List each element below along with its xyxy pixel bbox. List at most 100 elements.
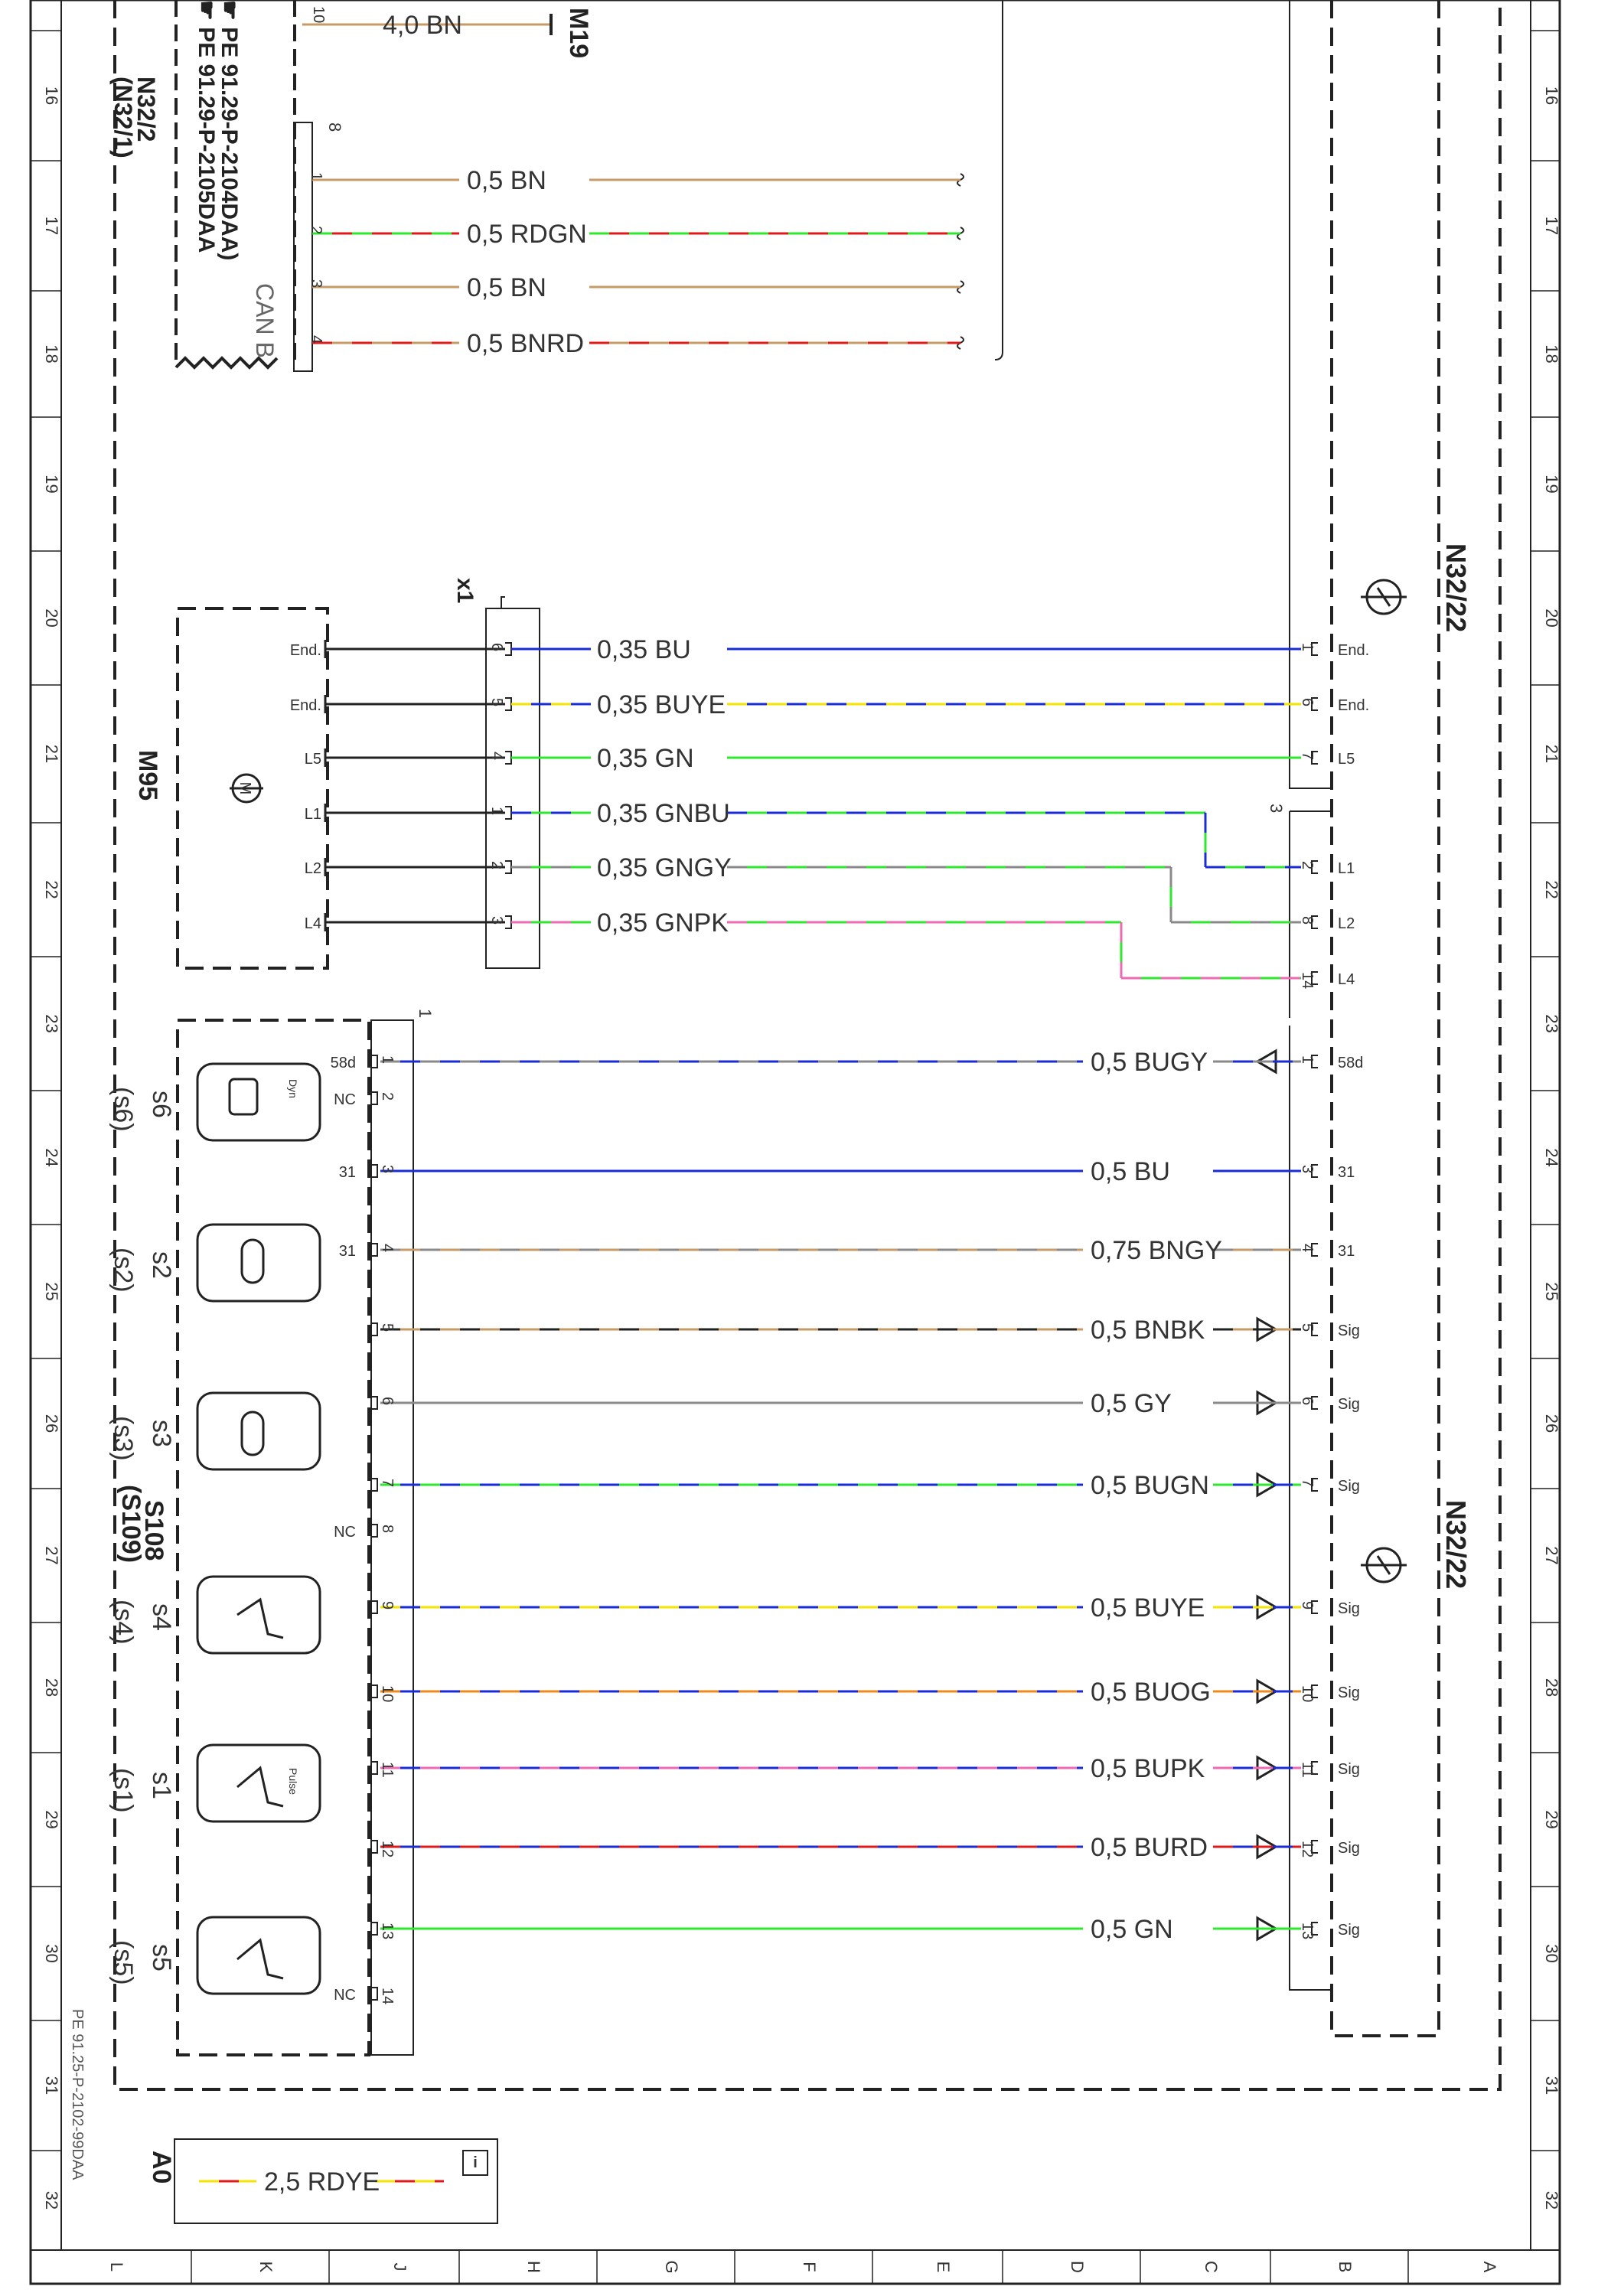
lower-wire-label: 0,5 BUPK xyxy=(1091,1754,1205,1783)
n32-lower-pin-terminal xyxy=(1311,1055,1318,1068)
s108-pin-func: 31 xyxy=(339,1164,356,1181)
n32-lower-pin-terminal xyxy=(1311,1684,1318,1698)
switch-key xyxy=(196,1391,321,1471)
x1-pin-number: 5 xyxy=(488,698,505,706)
s108-pin-terminal xyxy=(371,1524,378,1538)
m95-label: M95 xyxy=(133,750,162,801)
lower-wire-label: 0,5 GY xyxy=(1091,1389,1172,1418)
x1-label: x1 xyxy=(452,578,478,603)
n32-lower-pin-terminal xyxy=(1311,1840,1318,1854)
wire-group xyxy=(199,178,1301,2183)
lumbar-glyph xyxy=(236,1938,284,1980)
row-number-left: 19 xyxy=(42,475,61,493)
n32-upper-pin-func: L2 xyxy=(1338,915,1355,932)
row-number-right: 18 xyxy=(1542,344,1561,363)
s108-pin-func: NC xyxy=(334,1091,356,1108)
top-wire-label: 0,5 BN xyxy=(467,273,546,302)
s108-pin-number: 5 xyxy=(379,1323,396,1332)
row-number-left: 31 xyxy=(42,2076,61,2095)
m19-label: M19 xyxy=(564,8,593,58)
top-connector-body xyxy=(293,122,313,372)
switch-name: s4 xyxy=(147,1603,176,1631)
s108-pin-number: 11 xyxy=(379,1762,396,1778)
switch-name: s5 xyxy=(147,1944,176,1971)
top-connector-number: 8 xyxy=(325,122,344,132)
s108-pin-terminal xyxy=(371,1684,378,1698)
row-number-right: 21 xyxy=(1542,745,1561,763)
n32-lower-pin-terminal xyxy=(1311,1322,1318,1336)
text-group: 8☛ PE 91.29-P-2105DAA☛ PE 91.29-P-2104DA… xyxy=(69,0,1472,2197)
top-ref-text: ☛ PE 91.29-P-2105DAA xyxy=(194,0,219,253)
s108-pin-number: 3 xyxy=(379,1165,396,1173)
x1-pin-terminal xyxy=(505,697,512,711)
x1-pin-number: 2 xyxy=(488,861,505,869)
s108-label: S108 xyxy=(139,1500,168,1561)
n32-lower-pin-terminal xyxy=(1311,1396,1318,1410)
s108-pin-terminal xyxy=(371,1600,378,1614)
s108-pin-number: 4 xyxy=(379,1244,396,1252)
x1-pin-terminal xyxy=(505,806,512,820)
n32-lower-pin-terminal xyxy=(1311,1164,1318,1178)
lower-wire-label: 0,5 BURD xyxy=(1091,1833,1208,1862)
top-pin-number: 1 xyxy=(308,172,324,181)
switch-alt-name: (s4) xyxy=(109,1600,138,1645)
can-b-label: CAN B xyxy=(251,283,279,358)
lower-wire-label: 0,5 BNBK xyxy=(1091,1316,1205,1345)
n32-lower-pin-number: 13 xyxy=(1299,1923,1316,1939)
s108-pin-number: 6 xyxy=(379,1397,396,1405)
col-letter: A xyxy=(1480,2262,1499,2273)
row-number-right: 22 xyxy=(1542,880,1561,899)
s108-pin-number: 1 xyxy=(379,1055,396,1064)
x1-pin-number: 1 xyxy=(488,807,505,815)
mid-wire-routed xyxy=(727,866,1301,924)
s108-pin-terminal xyxy=(371,1840,378,1854)
n32-upper-pin-terminal xyxy=(1311,971,1318,985)
row-number-right: 24 xyxy=(1542,1148,1561,1166)
m19-wire-label: 4,0 BN xyxy=(383,11,462,40)
lower-wire-label: 0,5 BUGY xyxy=(1091,1048,1208,1077)
diagram-structure xyxy=(113,0,1502,2224)
s108-pin-number: 2 xyxy=(379,1092,396,1101)
switch-name: s1 xyxy=(147,1772,176,1799)
switch-alt-name: (s3) xyxy=(109,1416,138,1461)
n32-upper-pin-terminal xyxy=(1311,642,1318,656)
switch-button-s3 xyxy=(196,1391,321,1471)
col-letter: J xyxy=(390,2263,409,2272)
switch-key xyxy=(196,1062,321,1142)
col-letter: L xyxy=(107,2262,126,2272)
transistor-icon xyxy=(1361,1547,1407,1583)
switch-alt-name: (s5) xyxy=(109,1940,138,1985)
n32-lower-pin-func: Sig xyxy=(1338,1761,1360,1778)
switch-button-s6 xyxy=(196,1062,321,1142)
switch-name: s3 xyxy=(147,1420,176,1447)
n32-lower-pin-number: 11 xyxy=(1299,1762,1316,1778)
s108-pin-func: NC xyxy=(334,1524,356,1541)
n32-lower-pin-terminal xyxy=(1311,1922,1318,1936)
mid-wire-routed xyxy=(727,921,1301,980)
lower-wire-label: 0,5 BUOG xyxy=(1091,1678,1211,1707)
row-number-left: 17 xyxy=(42,217,61,235)
s108-pin-number: 10 xyxy=(379,1685,396,1702)
n32-upper-pin-func: End. xyxy=(1338,642,1369,659)
row-number-left: 27 xyxy=(42,1546,61,1564)
n32-upper-pin-terminal xyxy=(1311,697,1318,711)
s108-pin-terminal xyxy=(371,1761,378,1775)
s108-pin-func: NC xyxy=(334,1987,356,2004)
n32-lower-pin-number: 1 xyxy=(1299,1055,1316,1064)
row-number-left: 22 xyxy=(42,880,61,899)
switch-name: s2 xyxy=(147,1251,176,1279)
n32-upper-pin-func: L4 xyxy=(1338,971,1355,988)
s108-connector-number: 1 xyxy=(416,1009,435,1018)
n32-upper-pin-number: 8 xyxy=(1299,916,1316,925)
row-number-left: 20 xyxy=(42,608,61,627)
x1-connector-tab xyxy=(501,596,505,608)
top-pin-number: 4 xyxy=(308,335,324,344)
row-number-right: 27 xyxy=(1542,1546,1561,1564)
s108-pin-func: 31 xyxy=(339,1243,356,1260)
mid-wire-label: 0,35 GNPK xyxy=(597,908,729,938)
s108-pin-number: 12 xyxy=(379,1841,396,1857)
n32-lower-pin-func: 58d xyxy=(1338,1055,1363,1071)
transistor-icon xyxy=(1361,579,1407,615)
s108-pin-terminal xyxy=(371,1396,378,1410)
system-boundary xyxy=(113,0,1502,2091)
